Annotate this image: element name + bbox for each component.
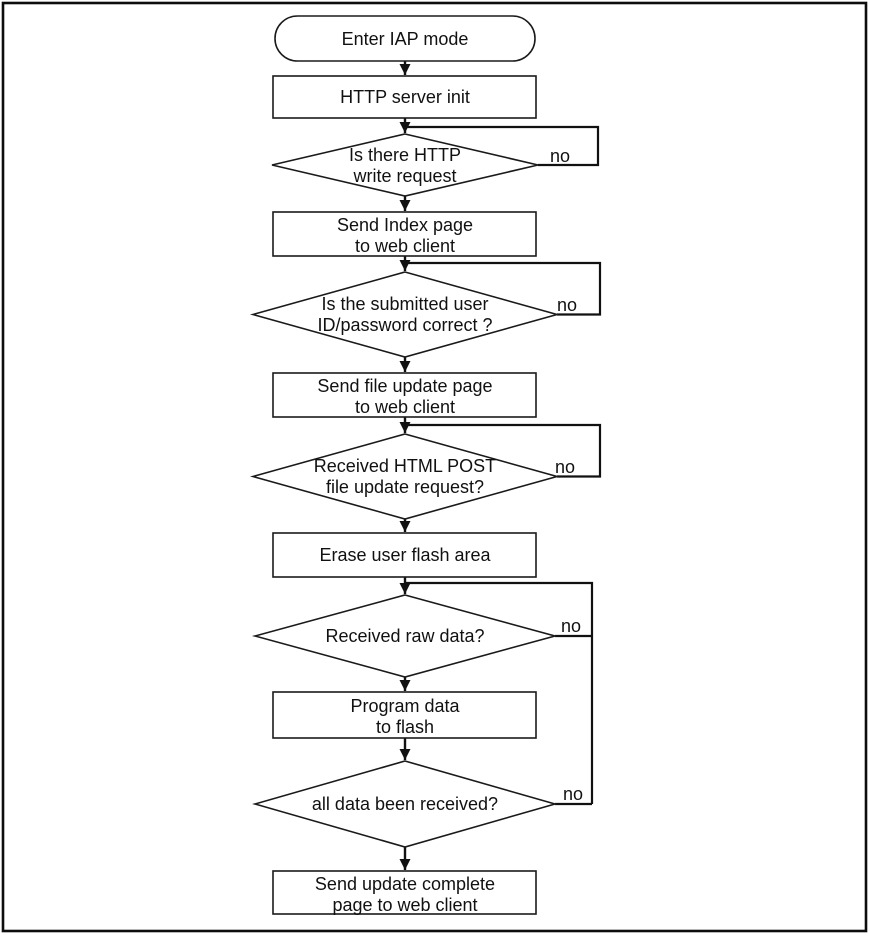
node-label: page to web client xyxy=(332,895,477,915)
process-shape xyxy=(272,372,537,418)
node-label: to web client xyxy=(355,397,455,417)
node-label: to flash xyxy=(376,717,434,737)
node-send-update-complete: Send update complete page to web client xyxy=(272,870,537,915)
node-received-html-post: Received HTML POST file update request? … xyxy=(250,433,575,520)
no-branch-label: no xyxy=(563,784,583,804)
node-all-data-received: all data been received? no xyxy=(252,760,583,848)
decision-shape xyxy=(250,433,560,520)
node-id-password-correct: Is the submitted user ID/password correc… xyxy=(250,271,577,358)
node-send-index-page: Send Index page to web client xyxy=(272,211,537,257)
node-http-write-request: Is there HTTP write request no xyxy=(271,133,570,197)
node-label: Send file update page xyxy=(317,376,492,396)
decision-shape xyxy=(250,271,560,358)
node-label: write request xyxy=(352,166,456,186)
node-label: all data been received? xyxy=(312,794,498,814)
node-erase-user-flash: Erase user flash area xyxy=(272,532,537,578)
node-label: HTTP server init xyxy=(340,87,470,107)
node-enter-iap-mode: Enter IAP mode xyxy=(274,15,536,62)
node-label: Send update complete xyxy=(315,874,495,894)
process-shape xyxy=(272,211,537,257)
process-shape xyxy=(272,870,537,915)
no-branch-label: no xyxy=(550,146,570,166)
no-branch-label: no xyxy=(555,457,575,477)
no-loop-raw-data-and-all-data xyxy=(405,581,594,806)
node-received-raw-data: Received raw data? no xyxy=(251,594,581,678)
decision-shape xyxy=(252,760,558,848)
no-branch-label: no xyxy=(557,295,577,315)
node-label: Received HTML POST xyxy=(314,456,496,476)
node-label: Is there HTTP xyxy=(349,145,461,165)
node-label: Received raw data? xyxy=(325,626,484,646)
process-shape xyxy=(272,75,537,119)
node-label: Send Index page xyxy=(337,215,473,235)
process-shape xyxy=(272,532,537,578)
node-program-data-to-flash: Program data to flash xyxy=(272,691,537,739)
decision-shape xyxy=(271,133,539,197)
node-label: ID/password correct ? xyxy=(317,315,492,335)
decision-shape xyxy=(251,594,559,678)
node-label: to web client xyxy=(355,236,455,256)
no-loop-write-request xyxy=(405,125,600,167)
no-loop-post-request xyxy=(405,423,602,478)
process-shape xyxy=(272,691,537,739)
no-branch-label: no xyxy=(561,616,581,636)
no-loop-password xyxy=(405,261,602,316)
node-label: Enter IAP mode xyxy=(342,29,469,49)
node-http-server-init: HTTP server init xyxy=(272,75,537,119)
node-send-file-update-page: Send file update page to web client xyxy=(272,372,537,418)
terminator-shape xyxy=(274,15,536,62)
node-label: Program data xyxy=(350,696,460,716)
node-label: Is the submitted user xyxy=(321,294,488,314)
node-label: file update request? xyxy=(326,477,484,497)
node-label: Erase user flash area xyxy=(319,545,491,565)
no-branch-lines xyxy=(405,125,602,806)
